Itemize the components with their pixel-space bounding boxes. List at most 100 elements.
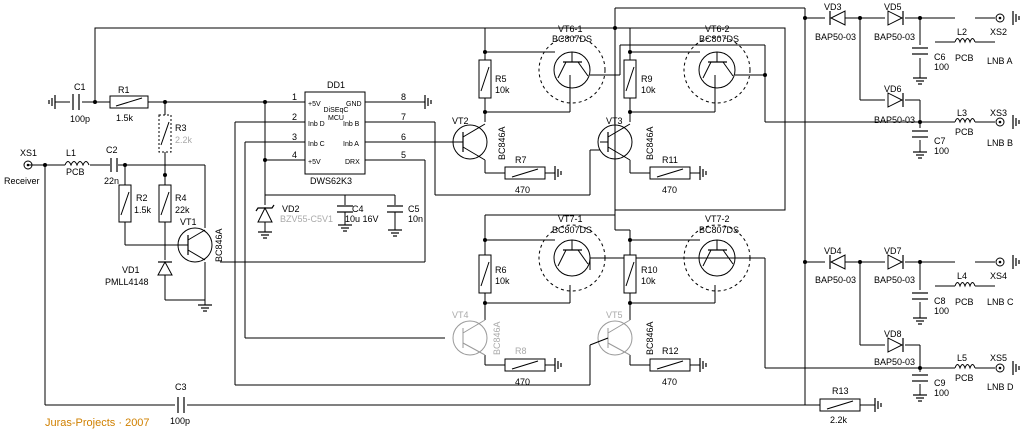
label-l3-value: PCB: [955, 127, 974, 137]
resistor-r13: [819, 398, 861, 412]
label-r12: R12: [662, 346, 679, 356]
resistor-r5: [478, 59, 492, 99]
label-r5-value: 10k: [495, 85, 510, 95]
label-vt7-2-type: BC807DS: [699, 225, 739, 235]
label-vt6-1-type: BC807DS: [552, 34, 592, 44]
capacitor-c6: [912, 47, 928, 55]
capacitor-c2: [110, 158, 118, 172]
label-r13: R13: [832, 386, 849, 396]
label-r9: R9: [641, 74, 653, 84]
label-vd1: VD1: [122, 265, 140, 275]
label-vt5-type: BC846A: [645, 321, 655, 355]
capacitor-c3: [177, 397, 185, 413]
connector-xs5: [995, 363, 1005, 373]
capacitor-c9: [912, 374, 928, 382]
label-vd3: VD3: [824, 2, 842, 12]
label-c6: C6: [934, 52, 946, 62]
label-r8: R8: [515, 346, 527, 356]
label-r2: R2: [136, 193, 148, 203]
label-c3: C3: [175, 382, 187, 392]
label-vt6-1: VT6-1: [558, 24, 583, 34]
label-r8-value: 470: [515, 377, 530, 387]
label-r7-value: 470: [515, 185, 530, 195]
transistor-vt1: [177, 227, 213, 263]
inductor-l4: [935, 282, 995, 288]
label-vd8-type: BAP50-03: [874, 357, 915, 367]
resistor-r9: [623, 59, 637, 99]
label-vd4: VD4: [824, 246, 842, 256]
label-dd1-core: DiSEqC: [324, 107, 349, 114]
label-l2-value: PCB: [955, 53, 974, 63]
label-vt3: VT3: [606, 116, 623, 126]
label-c2: C2: [106, 145, 118, 155]
label-vt6-2: VT6-2: [705, 24, 730, 34]
label-r6-value: 10k: [495, 276, 510, 286]
connector-xs1: [23, 160, 33, 170]
resistor-r1: [109, 95, 149, 109]
label-r11-value: 470: [662, 185, 677, 195]
label-l4: L4: [957, 271, 967, 281]
label-l3: L3: [957, 108, 967, 118]
diode-vd3: [829, 10, 846, 26]
label-c1: C1: [74, 82, 86, 92]
transistor-vt7-1: [538, 224, 606, 292]
transistor-vt4: [452, 319, 488, 356]
transistor-vt3: [597, 123, 633, 161]
label-c7-value: 100: [934, 146, 949, 156]
label-dd1-type: DWS62K3: [310, 176, 352, 186]
label-r1-value: 1.5k: [116, 113, 134, 123]
labels: XS1 Receiver C1 100p R1 1.5k L1 PCB C2 2…: [4, 2, 1014, 429]
connector-xs4: [995, 257, 1005, 267]
label-lnb-c: LNB C: [987, 297, 1014, 307]
label-c9: C9: [934, 378, 946, 388]
ground-symbols: [48, 11, 1020, 412]
label-c8: C8: [934, 296, 946, 306]
label-r4-value: 22k: [175, 205, 190, 215]
pin-2-name: Inb D: [308, 121, 325, 128]
connector-xs3: [995, 117, 1005, 127]
diode-vd6: [887, 92, 904, 108]
label-c4: C4: [352, 204, 364, 214]
label-xs3: XS3: [990, 108, 1007, 118]
label-vd2: VD2: [282, 204, 300, 214]
pin-7-number: 7: [401, 112, 406, 122]
label-vt1: VT1: [180, 217, 197, 227]
diode-vd7: [887, 254, 904, 270]
capacitor-c8: [912, 292, 928, 300]
label-vt5: VT5: [606, 310, 623, 320]
wires: [28, 7, 995, 406]
label-vd7: VD7: [884, 246, 902, 256]
pin-2-number: 2: [292, 112, 297, 122]
pin-3-number: 3: [292, 132, 297, 142]
label-r3-value: 2.2k: [175, 135, 193, 145]
connector-xs2: [995, 13, 1005, 23]
diode-vd1: [157, 260, 173, 290]
label-l5-value: PCB: [955, 373, 974, 383]
label-vd3-type: BAP50-03: [815, 32, 856, 42]
pin-3-name: Inb C: [308, 141, 325, 148]
label-vt2-type: BC846A: [497, 126, 507, 160]
resistor-r11: [649, 166, 691, 180]
resistor-r7: [504, 166, 546, 180]
ic-dd1: [290, 91, 380, 175]
pin-1-name: +5V: [308, 101, 321, 108]
capacitor-c5: [387, 205, 403, 230]
label-lnb-d: LNB D: [987, 382, 1014, 392]
label-r10-value: 10k: [641, 276, 656, 286]
inductor-l2: [935, 38, 995, 44]
label-vt4: VT4: [452, 310, 469, 320]
label-dd1: DD1: [327, 80, 345, 90]
label-r5: R5: [495, 74, 507, 84]
label-vt7-1: VT7-1: [558, 214, 583, 224]
pin-5-number: 5: [401, 150, 406, 160]
diode-vd4: [829, 254, 846, 270]
label-r12-value: 470: [662, 377, 677, 387]
label-vd4-type: BAP50-03: [815, 275, 856, 285]
label-c1-value: 100p: [70, 114, 90, 124]
resistor-r10: [623, 254, 637, 294]
resistor-r3: [158, 114, 172, 153]
label-r4: R4: [175, 193, 187, 203]
pin-8-name: GND: [346, 101, 362, 108]
inductor-l1: [64, 161, 90, 167]
